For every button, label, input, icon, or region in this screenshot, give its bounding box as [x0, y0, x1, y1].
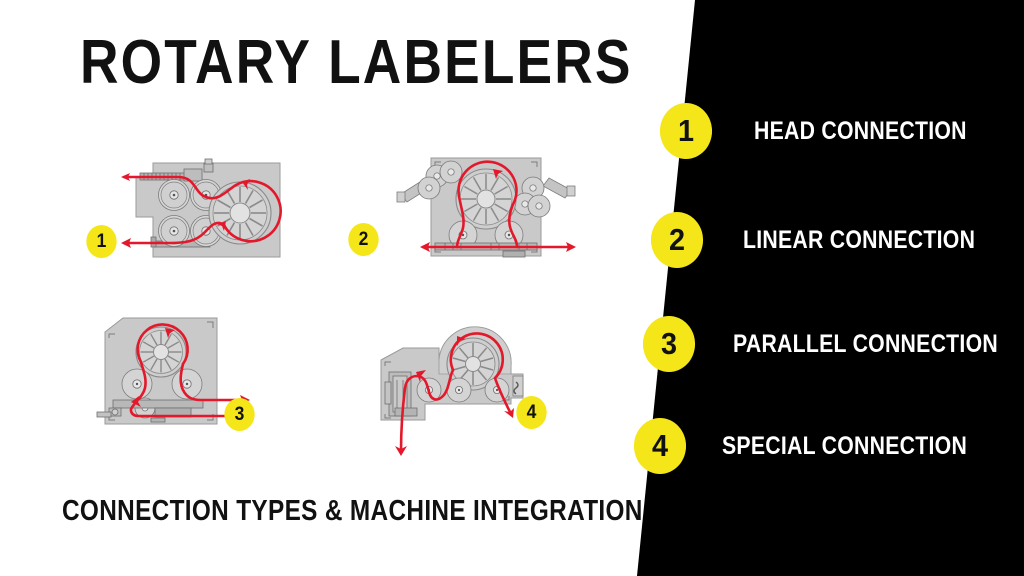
flow-arrowheads	[420, 169, 576, 252]
rotary-turret	[455, 168, 517, 230]
flow-path	[122, 175, 282, 245]
list-badge-4[interactable]: 4	[633, 418, 687, 474]
outfeed-tab	[512, 375, 524, 397]
rotary-turret	[135, 326, 187, 378]
list-badge-3[interactable]: 3	[642, 316, 696, 372]
slide-caption: CONNECTION TYPES & MACHINE INTEGRATION	[62, 495, 643, 527]
diagram-badge-1[interactable]: 1	[86, 225, 117, 258]
list-badge-3-number: 3	[660, 326, 678, 361]
diagram-badge-4[interactable]: 4	[516, 396, 547, 429]
diagram-badge-3-number: 3	[234, 403, 245, 425]
flow-arrowheads	[121, 173, 250, 248]
connection-list-item-4[interactable]: 4 SPECIAL CONNECTION	[632, 418, 1010, 474]
list-badge-4-number: 4	[651, 428, 669, 463]
connection-list-item-1[interactable]: 1 HEAD CONNECTION	[658, 103, 1004, 159]
list-badge-1[interactable]: 1	[659, 103, 713, 159]
rotary-turret	[208, 181, 272, 245]
connection-label-3: PARALLEL CONNECTION	[733, 329, 998, 358]
list-badge-2[interactable]: 2	[650, 212, 704, 268]
connection-list-item-3[interactable]: 3 PARALLEL CONNECTION	[641, 316, 1024, 372]
connection-label-1: HEAD CONNECTION	[754, 116, 967, 145]
list-badge-1-number: 1	[677, 113, 695, 148]
flow-path	[421, 160, 575, 249]
connection-label-4: SPECIAL CONNECTION	[722, 431, 968, 460]
flow-path	[129, 323, 249, 418]
right-feeder	[513, 176, 576, 218]
connection-list-item-2[interactable]: 2 LINEAR CONNECTION	[649, 212, 1016, 268]
list-badge-2-number: 2	[668, 222, 686, 257]
base-machinery	[96, 399, 204, 423]
diagram-badge-2-number: 2	[358, 228, 369, 250]
diagram-badge-1-number: 1	[96, 230, 107, 252]
left-feeder	[396, 160, 463, 203]
page-title: ROTARY LABELERS	[80, 28, 633, 97]
connection-label-2: LINEAR CONNECTION	[743, 225, 976, 254]
corner-brackets	[384, 361, 510, 419]
flow-arrowheads	[395, 336, 514, 456]
linear-connection-diagram	[393, 152, 578, 270]
diagram-badge-2[interactable]: 2	[348, 223, 379, 256]
diagram-badge-3[interactable]: 3	[224, 398, 255, 431]
special-connection-diagram	[373, 308, 548, 458]
flow-path	[399, 332, 513, 454]
star-wheel-left	[121, 368, 153, 400]
head-connection-diagram	[118, 155, 288, 265]
rotary-turret	[446, 337, 500, 391]
diagram-badge-4-number: 4	[526, 401, 537, 423]
